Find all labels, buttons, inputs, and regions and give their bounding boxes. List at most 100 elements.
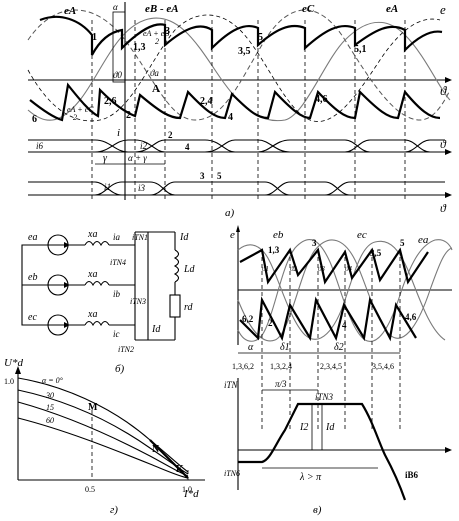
caption-g: г) xyxy=(110,504,118,516)
theta-label-i1: ϑ xyxy=(440,137,447,151)
label-gamma: γ xyxy=(103,153,108,164)
label-eB-minus-eA: eB - eA xyxy=(145,3,179,15)
label-Ld: Ld xyxy=(183,264,196,275)
label-eA-eC: eA + eC xyxy=(67,105,94,114)
dashed-phase-curve-2 xyxy=(27,14,441,122)
theta1-label: ϑ1 xyxy=(262,265,269,273)
inductor-a xyxy=(84,240,110,247)
top-num-3: 3 xyxy=(312,238,317,248)
pair-2-4: 2,4 xyxy=(200,96,213,107)
pair-2: 2 xyxy=(126,110,131,121)
label-lambda: λ > π xyxy=(299,472,322,483)
interval-label-1: 1,3,6,2 xyxy=(232,362,254,371)
label-iTN-axis: iTN xyxy=(224,380,239,390)
source-b-arrowhead xyxy=(64,282,70,288)
pair-5: 5 xyxy=(258,32,263,43)
interval-label-2: 1,3,2,4 xyxy=(270,362,292,371)
label-pi3: π/3 xyxy=(275,379,287,389)
label-half-top: 2 xyxy=(155,37,159,46)
theta4-label: ϑ4 xyxy=(345,265,352,273)
label-n5: 5 xyxy=(217,171,222,181)
label-ib: ib xyxy=(113,289,121,299)
bot-num-4: 4 xyxy=(342,320,347,330)
theta-label-i2: ϑ xyxy=(440,201,447,215)
current-arrow-2 xyxy=(445,192,452,198)
label-theta-a: ϑa xyxy=(150,68,159,78)
pair-1-3: 1,3 xyxy=(133,42,146,53)
label-eC: eC xyxy=(302,3,315,15)
label-i1: i1 xyxy=(104,182,111,192)
sine-ea xyxy=(237,239,453,342)
interval-label-4: 3,5,4,6 xyxy=(372,362,394,371)
label-iTN1: iTN1 xyxy=(132,233,148,242)
envelope-top-c xyxy=(239,247,429,285)
label-Id-top: Id xyxy=(179,232,189,243)
label-I2: I2 xyxy=(299,422,308,433)
g-x-tick-10: 1.0 xyxy=(182,485,192,494)
e-axis-label-a: e xyxy=(440,2,446,17)
label-eb: eb xyxy=(28,272,37,283)
theta3-label: ϑ3 xyxy=(318,265,325,273)
envelope-bottom-c xyxy=(239,296,417,342)
label-c-eb: eb xyxy=(273,229,284,241)
label-eA-left: eA xyxy=(64,5,76,17)
g-x-tick-05: 0.5 xyxy=(85,485,95,494)
panel-c: e eb ec ea 1,3 3 3,5 5 6,2 2 4 4,6 ϑ1 ϑ2… xyxy=(224,225,453,516)
current-wave-4 xyxy=(28,181,445,196)
panel-a: ϑ e α eA eB - eA eC eA eA + eB 2 eA + eC… xyxy=(27,2,452,219)
label-xa-3: xa xyxy=(87,309,97,320)
label-c-ea: ea xyxy=(418,234,429,246)
label-ec: ec xyxy=(28,312,37,323)
bot-num-4-6: 4,6 xyxy=(405,312,417,322)
label-iTN3: iTN3 xyxy=(315,392,334,402)
label-ia: ia xyxy=(113,232,121,242)
current-wave-odd xyxy=(28,139,445,153)
pair-1: 1 xyxy=(92,32,97,43)
label-iB6: iB6 xyxy=(405,470,419,480)
label-xa-1: xa xyxy=(87,229,97,240)
inductor-c xyxy=(84,320,110,327)
g-curve-alpha0 xyxy=(17,377,189,473)
label-n4: 4 xyxy=(185,142,190,152)
top-num-3-5: 3,5 xyxy=(370,248,382,258)
pair-3-5: 3,5 xyxy=(238,46,251,57)
top-rectified-envelope xyxy=(39,15,443,56)
interval-label-3: 2,3,4,5 xyxy=(320,362,342,371)
pair-6: 6 xyxy=(32,114,37,125)
label-i2: i2 xyxy=(140,141,148,151)
label-n3: 3 xyxy=(200,171,205,181)
dashed-phase-curve-1 xyxy=(27,9,451,121)
label-iTN2: iTN2 xyxy=(118,345,134,354)
label-iTN4: iTN4 xyxy=(110,258,126,267)
caption-a: а) xyxy=(225,207,235,219)
top-num-1-3: 1,3 xyxy=(268,245,280,255)
label-Id-c: Id xyxy=(325,422,335,433)
g-curve-15 xyxy=(17,389,189,475)
g-point-N: N xyxy=(152,444,160,455)
theta-arrow-top xyxy=(445,77,452,83)
label-theta0: ϑ0 xyxy=(113,70,122,80)
g-label-15: 15 xyxy=(46,403,54,412)
pair-5-1: 5,1 xyxy=(354,44,367,55)
interval-delta1: δ1 xyxy=(280,342,290,353)
g-point-M: M xyxy=(88,402,98,413)
pair-2-6: 2,6 xyxy=(104,96,117,107)
label-xa-2: xa xyxy=(87,269,97,280)
label-i6: i6 xyxy=(36,141,44,151)
load-inductor xyxy=(173,249,180,283)
e-axis-label-c: e xyxy=(230,229,235,241)
g-label-60: 60 xyxy=(46,416,54,425)
pair-4: 4 xyxy=(228,112,233,123)
label-n2: 2 xyxy=(168,130,173,140)
current-arrow-1 xyxy=(445,149,452,155)
g-y-tick: 1.0 xyxy=(4,377,14,386)
label-ic: ic xyxy=(113,329,120,339)
g-label-alpha0: α = 0° xyxy=(42,376,64,385)
g-x-label: I*d xyxy=(183,488,199,500)
g-y-arrow xyxy=(15,366,21,374)
alpha-band xyxy=(112,11,126,83)
current-wave-even xyxy=(28,139,445,153)
caption-c: в) xyxy=(313,504,322,516)
current-wave-3 xyxy=(28,181,445,196)
